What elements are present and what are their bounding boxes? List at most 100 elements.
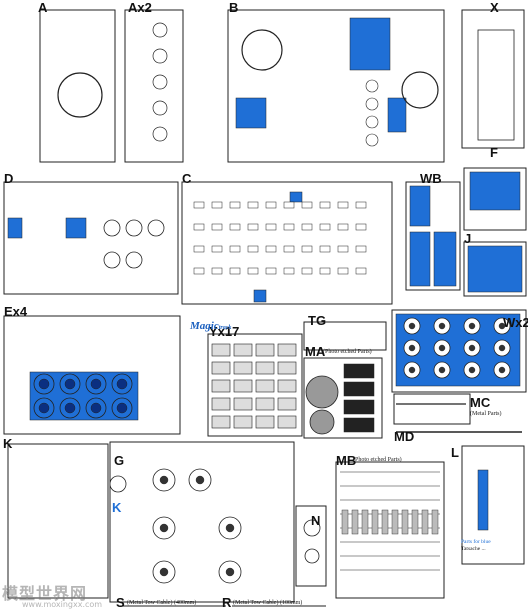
caption-S: (Metal Tow Cable) (400mm) (127, 600, 197, 606)
road-wheel-hub (90, 378, 102, 390)
label-L: L (451, 445, 459, 460)
small-part (265, 245, 277, 253)
wheel-hub (408, 366, 416, 374)
etch-part (341, 509, 349, 535)
frame-F (463, 167, 527, 231)
blue-panel-F (469, 171, 521, 211)
label-G: G (114, 453, 125, 468)
etch-part (431, 509, 439, 535)
small-part (337, 245, 349, 253)
magic-brand: Magic (190, 320, 219, 332)
label-Ex4: Ex4 (4, 304, 28, 319)
part-Ax2 (152, 74, 168, 90)
small-part (265, 201, 277, 209)
small-part (211, 201, 223, 209)
label-WB: WB (420, 171, 442, 186)
frame-C (181, 181, 393, 305)
sprocket-hub (225, 523, 235, 533)
road-wheel-hub (38, 378, 50, 390)
mesh-MA (343, 381, 375, 397)
small-part (283, 267, 295, 275)
small-part (337, 267, 349, 275)
blue-panel-B3 (387, 97, 407, 133)
label-MD: MD (394, 429, 415, 444)
label-Wx2: Wx2 (503, 315, 528, 330)
ring-N1 (303, 519, 321, 537)
etch-part (371, 509, 379, 535)
label-R: R (222, 595, 232, 610)
small-part (355, 201, 367, 209)
label-Ax2: Ax2 (128, 0, 152, 15)
blue-panel-WB3 (433, 231, 457, 287)
wheel-hub (408, 344, 416, 352)
track-link (233, 415, 253, 429)
small-part (301, 223, 313, 231)
frame-N (295, 505, 327, 587)
wheel-hub (438, 344, 446, 352)
part-Ax2 (152, 22, 168, 38)
part-Ax2 (152, 126, 168, 142)
hull-ring-B (241, 29, 283, 71)
small-part (265, 267, 277, 275)
caption-MA: (Photo etched Parts) (323, 349, 372, 355)
small-part (283, 223, 295, 231)
caption-R: (Metal Tow Cable) (100mm) (233, 600, 303, 606)
small-part (247, 245, 259, 253)
small-part (301, 267, 313, 275)
label-A: A (38, 0, 48, 15)
small-part (247, 201, 259, 209)
caption-MC: (Metal Parts) (470, 411, 502, 417)
decal-note-1: Parts for blue (461, 539, 491, 545)
frame-MB (335, 461, 445, 599)
wheel-hub (468, 322, 476, 330)
wheel-hub (498, 322, 506, 330)
road-wheel-hub (64, 402, 76, 414)
grille-MA-2 (309, 409, 335, 435)
magic-suffix: track (218, 325, 232, 331)
wheel-hub (498, 344, 506, 352)
frame-MC (393, 393, 471, 425)
small-part (355, 267, 367, 275)
wheel-hub (438, 322, 446, 330)
small-part (193, 201, 205, 209)
track-link (277, 361, 297, 375)
hull-ring-A (57, 72, 103, 118)
blue-panel-C1 (253, 289, 267, 303)
small-part (211, 223, 223, 231)
caption-MB: (Photo etched Parts) (353, 457, 402, 463)
road-wheel-hub (38, 402, 50, 414)
small-part (229, 201, 241, 209)
label-N: N (311, 513, 321, 528)
ring-B (365, 115, 379, 129)
label-C: C (182, 171, 192, 186)
frame-A (39, 9, 116, 163)
small-part (283, 201, 295, 209)
wheel-D3 (147, 219, 165, 237)
mesh-MA (343, 399, 375, 415)
ring-B (365, 133, 379, 147)
etch-part (351, 509, 359, 535)
sprocket-hub (195, 475, 205, 485)
part-Ax2 (152, 48, 168, 64)
track-link (233, 361, 253, 375)
track-link (211, 415, 231, 429)
road-wheel-hub (116, 402, 128, 414)
road-wheel-hub (64, 378, 76, 390)
wheel-hub (468, 366, 476, 374)
wheel-D4 (103, 251, 121, 269)
label-Yx17: Yx17 (209, 324, 240, 339)
track-link (211, 361, 231, 375)
frame-Ex4 (3, 315, 181, 435)
small-part (355, 223, 367, 231)
etch-part (391, 509, 399, 535)
small-part (193, 223, 205, 231)
track-link (277, 379, 297, 393)
wheel-hub (498, 366, 506, 374)
small-part (229, 267, 241, 275)
small-part (247, 267, 259, 275)
wheel-hub (408, 322, 416, 330)
track-link (255, 361, 275, 375)
track-link (211, 397, 231, 411)
small-part (301, 201, 313, 209)
